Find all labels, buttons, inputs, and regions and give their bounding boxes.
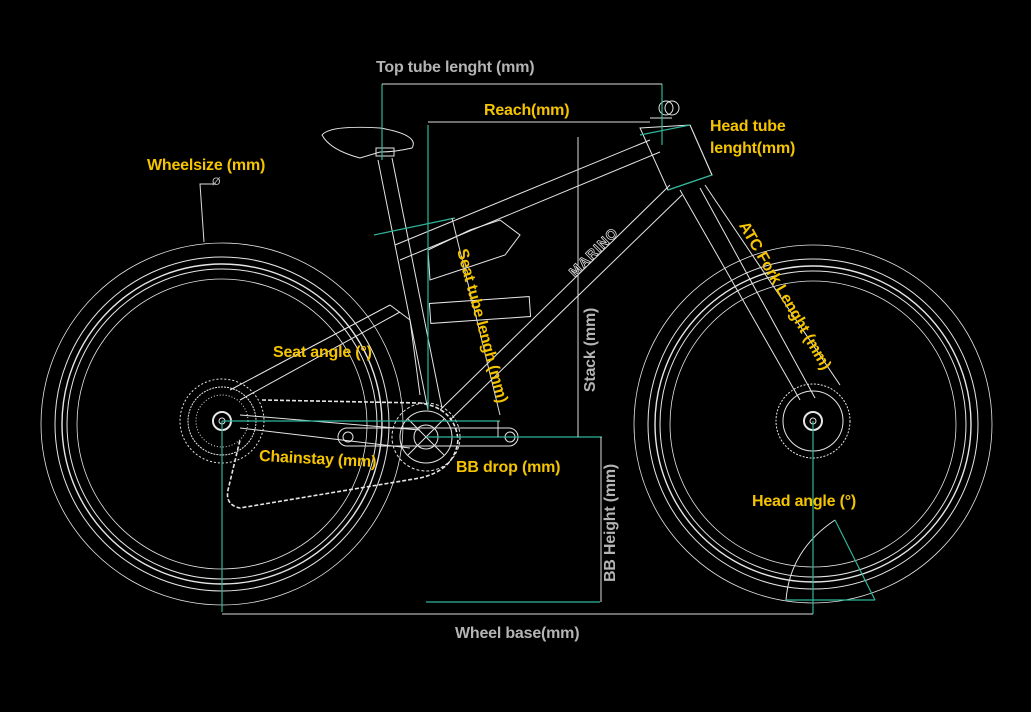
label-wheel-base: Wheel base(mm): [455, 625, 580, 642]
label-seat-angle: Seat angle (°): [273, 344, 372, 361]
rear-triangle: [229, 304, 421, 449]
label-head-tube-length-line1: Head tube: [710, 118, 786, 135]
label-head-angle: Head angle (°): [752, 493, 857, 510]
front-fork: [679, 184, 841, 401]
head-tube: [639, 100, 713, 191]
label-bb-height: BB Height (mm): [602, 463, 620, 583]
label-wheelsize: Wheelsize (mm): [147, 157, 266, 174]
label-stack: Stack (mm): [582, 307, 600, 393]
guide-lines: [221, 84, 876, 614]
label-bb-drop: BB drop (mm): [456, 459, 561, 476]
label-top-tube-length: Top tube lenght (mm): [376, 59, 535, 76]
dimension-lines: [199, 83, 813, 615]
head-angle-wedge: [785, 519, 836, 601]
seat-tube: [321, 126, 443, 411]
label-reach: Reach(mm): [484, 102, 570, 119]
label-head-tube-length-line2: lenght(mm): [710, 140, 796, 157]
main-frame: [394, 139, 683, 421]
diameter-icon: Ø: [212, 176, 221, 188]
chain: [226, 399, 459, 509]
